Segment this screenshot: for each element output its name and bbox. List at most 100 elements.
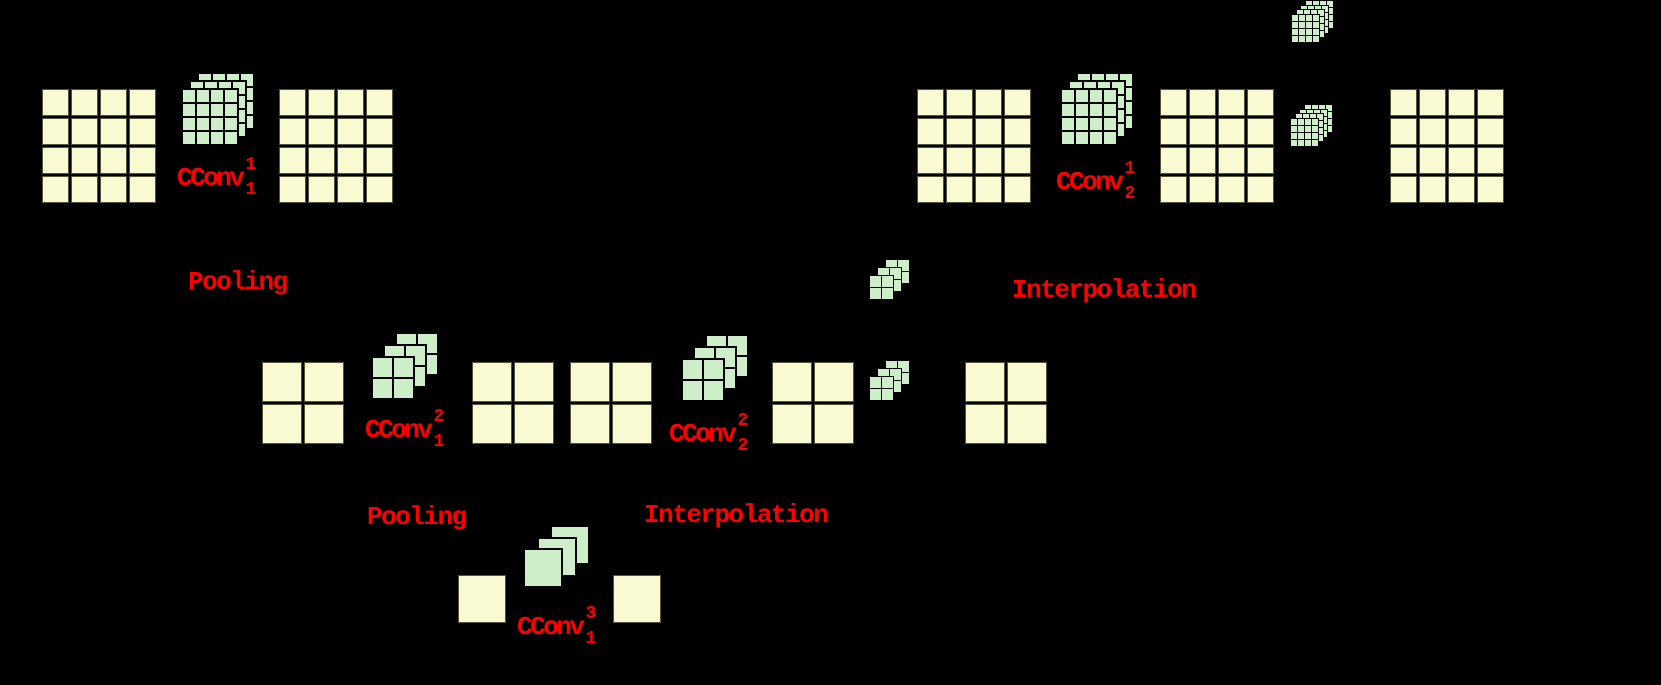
cell (1313, 1, 1319, 7)
cell (1322, 27, 1328, 33)
cell (1291, 119, 1297, 125)
cell (898, 272, 909, 283)
cell (1305, 126, 1311, 132)
kernel-cconv-2-2 (681, 334, 749, 402)
cell (1419, 147, 1446, 174)
cell (1311, 10, 1317, 16)
cell (1296, 114, 1302, 120)
cell (373, 379, 392, 398)
cell (1327, 15, 1333, 21)
kernel-layer-front (1291, 14, 1320, 43)
cell (870, 276, 881, 287)
cell (1313, 36, 1319, 42)
cell (1007, 404, 1047, 444)
kernel-layer-front (1290, 118, 1319, 147)
kernel-layer-front (869, 275, 894, 300)
cell (71, 147, 98, 174)
kernel-layer-front (869, 376, 894, 401)
cell (1298, 126, 1304, 132)
cell (1313, 22, 1319, 28)
cell (337, 118, 364, 145)
cell (211, 132, 223, 144)
cell (211, 118, 223, 130)
cell (1004, 118, 1031, 145)
cell (337, 147, 364, 174)
cell (1299, 15, 1305, 21)
cell (197, 90, 209, 102)
cell (1292, 29, 1298, 35)
cell (1298, 133, 1304, 139)
cell (1305, 140, 1311, 146)
cell (100, 118, 127, 145)
feature-map-level3-input (458, 575, 506, 623)
cell (100, 89, 127, 116)
cell (1076, 90, 1088, 102)
cell (1322, 13, 1328, 19)
feature-map-level2-input (262, 362, 344, 444)
cell (1090, 90, 1102, 102)
cell (965, 404, 1005, 444)
cell (1306, 36, 1312, 42)
cconv-text: CConv (365, 415, 433, 445)
label-cconv-2-1: CConv 2 1 (365, 403, 444, 457)
cell (1298, 119, 1304, 125)
cell (1390, 147, 1417, 174)
label-cconv-1-1: CConv 1 1 (177, 151, 256, 205)
cell (683, 360, 702, 379)
cell (1292, 36, 1298, 42)
cell (1317, 121, 1323, 127)
cell (1189, 176, 1216, 203)
cell (71, 118, 98, 145)
cconv-text: CConv (177, 163, 245, 193)
cell (870, 389, 881, 400)
cell (882, 276, 893, 287)
cell (975, 147, 1002, 174)
cell (100, 147, 127, 174)
cell (1247, 118, 1274, 145)
cconv-subscript: 2 (737, 436, 749, 456)
cell (1306, 15, 1312, 21)
cconv-superscript: 3 (585, 604, 597, 624)
cell (1319, 105, 1325, 111)
cell (1390, 118, 1417, 145)
cell (1322, 20, 1328, 26)
cell (1306, 1, 1312, 7)
cell (71, 176, 98, 203)
cell (882, 377, 893, 388)
cell (129, 147, 156, 174)
cconv-subscript: 1 (433, 432, 445, 452)
cell (183, 132, 195, 144)
cell (917, 118, 944, 145)
cconv-indices: 1 1 (246, 153, 257, 203)
cconv-subscript: 1 (585, 629, 597, 649)
label-pooling-bottom: Pooling (367, 502, 467, 532)
cell (1320, 1, 1326, 7)
cell (308, 147, 335, 174)
cell (1189, 147, 1216, 174)
cconv-superscript: 1 (1124, 159, 1136, 179)
cell (1448, 89, 1475, 116)
cconv-superscript: 2 (737, 411, 749, 431)
cell (1292, 15, 1298, 21)
cell (308, 89, 335, 116)
cell (514, 404, 554, 444)
cell (1189, 89, 1216, 116)
cell (1304, 10, 1310, 16)
cconv-text: CConv (1056, 167, 1124, 197)
cell (1291, 133, 1297, 139)
cell (1299, 29, 1305, 35)
cell (772, 404, 812, 444)
cell (71, 89, 98, 116)
cell (870, 288, 881, 299)
cell (1062, 132, 1074, 144)
cell (225, 132, 237, 144)
feature-map-level2-after-cconv22 (772, 362, 854, 444)
cell (514, 362, 554, 402)
cell (570, 404, 610, 444)
cell (1327, 22, 1333, 28)
cell (890, 369, 901, 380)
cconv-text: CConv (517, 612, 585, 642)
cell (394, 358, 413, 377)
cell (1306, 22, 1312, 28)
